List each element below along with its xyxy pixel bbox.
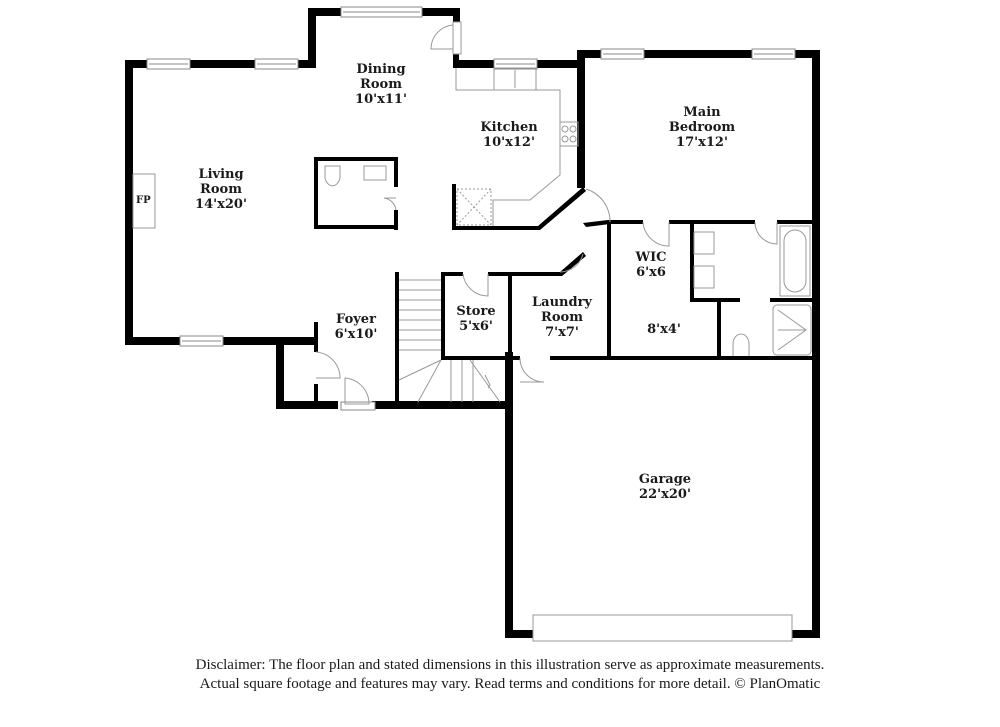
staircase xyxy=(398,279,501,403)
room-name: Store xyxy=(456,304,496,319)
room-label-bath: 8'x4' xyxy=(647,322,681,337)
fixtures xyxy=(132,67,812,403)
room-name: Room xyxy=(541,310,583,325)
room-name: Laundry xyxy=(532,295,592,310)
room-name: Living xyxy=(198,167,244,182)
interior-walls xyxy=(314,157,820,404)
room-name: Room xyxy=(200,182,242,197)
room-dimensions: 7'x7' xyxy=(545,325,579,340)
room-dimensions: 6'x6 xyxy=(636,265,666,280)
doors xyxy=(315,21,778,405)
room-name: Dining xyxy=(356,62,406,77)
room-label-main-bedroom: Main Bedroom 17'x12' xyxy=(669,105,735,150)
room-name: Main xyxy=(683,105,721,120)
room-label-garage: Garage 22'x20' xyxy=(639,472,691,502)
room-name: Garage xyxy=(638,472,692,487)
room-name: Foyer xyxy=(336,312,376,327)
room-dimensions: 10'x12' xyxy=(483,135,535,150)
room-name: WIC xyxy=(635,250,667,265)
room-dimensions: 22'x20' xyxy=(639,487,691,502)
room-label-kitchen: Kitchen 10'x12' xyxy=(480,120,537,150)
room-name: Bedroom xyxy=(668,120,736,135)
fireplace-label: FP xyxy=(136,195,151,206)
room-name: Room xyxy=(360,77,402,92)
room-label-foyer: Foyer 6'x10' xyxy=(335,312,378,342)
room-dimensions: 5'x6' xyxy=(459,319,493,334)
room-label-living-room: Living Room 14'x20' xyxy=(195,167,247,212)
room-label-store: Store 5'x6' xyxy=(456,304,495,334)
room-dimensions: 6'x10' xyxy=(334,327,378,342)
room-label-laundry-room: Laundry Room 7'x7' xyxy=(532,295,592,340)
room-dimensions: 14'x20' xyxy=(195,197,247,212)
room-label-wic: WIC 6'x6 xyxy=(635,250,666,280)
disclaimer-line-2: Actual square footage and features may v… xyxy=(199,676,821,692)
windows xyxy=(146,6,796,642)
room-dimensions: 17'x12' xyxy=(676,135,728,150)
room-name: Kitchen xyxy=(480,120,538,135)
room-label-dining-room: Dining Room 10'x11' xyxy=(355,62,407,107)
disclaimer-line-1: Disclaimer: The floor plan and stated di… xyxy=(195,657,825,673)
disclaimer: Disclaimer: The floor plan and stated di… xyxy=(0,656,1000,694)
room-dimensions: 10'x11' xyxy=(355,92,407,107)
room-dimensions: 8'x4' xyxy=(647,322,681,337)
